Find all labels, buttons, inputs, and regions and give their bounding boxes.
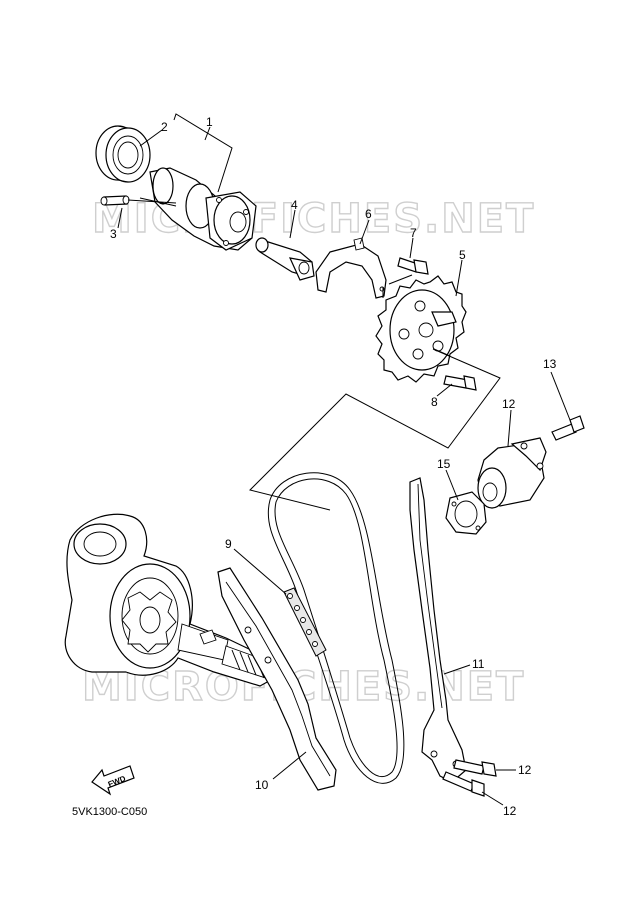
camshaft-bearing: [95, 125, 151, 183]
callout-8: 8: [431, 395, 438, 409]
chain-segment: [283, 587, 327, 657]
callout-12-lower: 12: [503, 804, 517, 818]
callout-13: 12: [502, 397, 516, 411]
bolt-14: [551, 415, 585, 441]
callout-15: 15: [437, 457, 451, 471]
decompressor-shaft: [255, 237, 315, 281]
sprocket-group-bracket: [249, 348, 501, 511]
callout-7: 7: [410, 226, 417, 240]
camshaft-group-bracket: [173, 113, 233, 193]
chain-tensioner: [477, 437, 547, 509]
crankshaft: [64, 513, 279, 687]
camshaft: [149, 167, 257, 251]
callout-10: 10: [255, 778, 269, 792]
bolt-8: [443, 375, 477, 391]
callout-4: 4: [291, 198, 298, 212]
dowel-pin: [100, 195, 177, 206]
callout-12-upper: 12: [518, 763, 532, 777]
callout-11: 11: [472, 657, 485, 671]
callout-labels: 1 2 3 4 6 7 5 8 13 12 15 9 11 12 10 12: [110, 115, 557, 818]
callout-1: 1: [206, 115, 213, 129]
callout-5: 5: [459, 248, 466, 262]
timing-chain: [267, 472, 405, 784]
callout-2: 2: [161, 120, 168, 134]
bolt-12-lower: [442, 771, 485, 797]
leader-lines: [117, 126, 571, 806]
decompressor-lever: [315, 237, 387, 299]
bolt-12-upper: [453, 759, 497, 777]
callout-9: 9: [225, 537, 232, 551]
gasket: [445, 491, 487, 535]
chain-guide-left: [217, 567, 337, 791]
callout-6: 6: [365, 207, 372, 221]
callout-3: 3: [110, 227, 117, 241]
cam-sprocket: [375, 275, 467, 383]
diagram-code: 5VK1300-C050: [72, 806, 147, 818]
forward-arrow-icon: FWD: [91, 765, 135, 796]
callout-14: 13: [543, 357, 557, 371]
bolt-7: [397, 257, 429, 275]
